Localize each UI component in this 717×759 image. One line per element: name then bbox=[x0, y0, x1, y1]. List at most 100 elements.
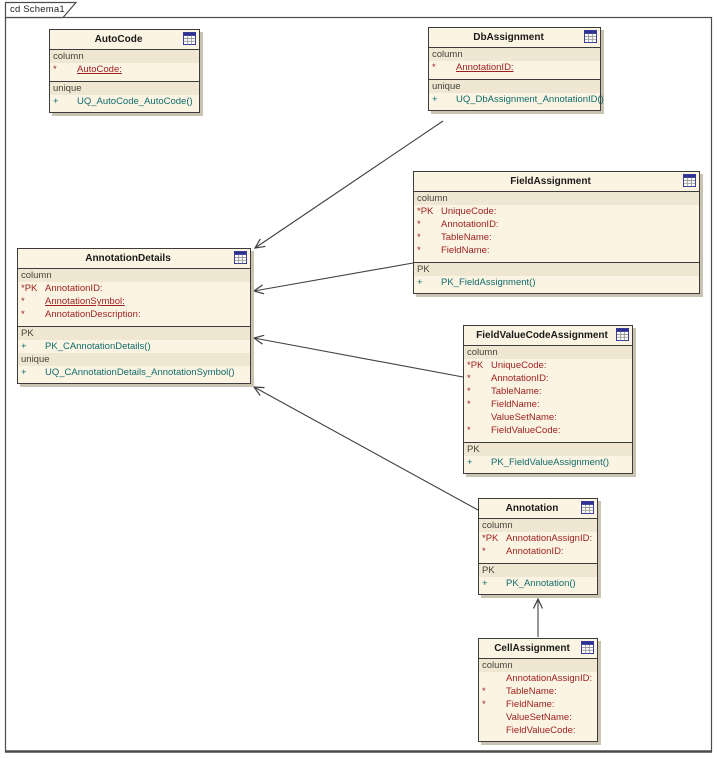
table-icon bbox=[234, 251, 247, 264]
column-row[interactable]: *AnnotationID: bbox=[429, 61, 600, 74]
entity-title-bar[interactable]: AnnotationDetails bbox=[18, 249, 250, 269]
column-row[interactable]: * FieldName: bbox=[479, 698, 597, 711]
row-prefix bbox=[482, 672, 506, 685]
table-icon bbox=[183, 32, 196, 45]
connector-dbassignment-to-annotationdetails[interactable] bbox=[255, 120, 444, 248]
operation-row[interactable]: +PK_Annotation() bbox=[479, 577, 597, 590]
table-icon bbox=[616, 328, 629, 341]
row-prefix: + bbox=[467, 457, 473, 468]
column-row[interactable]: * FieldValueCode: bbox=[464, 424, 632, 437]
entity-title-bar[interactable]: CellAssignment bbox=[479, 639, 597, 659]
connector-annotation-to-annotationdetails[interactable] bbox=[254, 387, 479, 511]
row-text: ValueSetName: bbox=[506, 712, 572, 723]
column-row[interactable]: *TableName: bbox=[414, 231, 699, 244]
compartment: column*AutoCode: bbox=[50, 50, 199, 82]
row-prefix bbox=[482, 711, 506, 724]
row-text: UniqueCode: bbox=[491, 360, 547, 371]
column-row[interactable]: ValueSetName: bbox=[479, 711, 597, 724]
operation-row[interactable]: +PK_FieldAssignment() bbox=[414, 276, 699, 289]
column-row[interactable]: *AnnotationSymbol: bbox=[18, 295, 250, 308]
column-row[interactable]: * FieldName: bbox=[414, 244, 699, 257]
column-row[interactable]: ValueSetName: bbox=[464, 411, 632, 424]
column-row[interactable]: *TableName: bbox=[479, 685, 597, 698]
operation-row[interactable]: +UQ_AutoCode_AutoCode() bbox=[50, 95, 199, 108]
compartment-header: unique bbox=[18, 353, 250, 366]
column-row[interactable]: *FieldName: bbox=[464, 398, 632, 411]
compartment-header: PK bbox=[464, 443, 632, 456]
operation-row[interactable]: +UQ_DbAssignment_AnnotationID() bbox=[429, 93, 604, 106]
column-row[interactable]: *AnnotationID: bbox=[479, 545, 597, 558]
row-text: PK_FieldValueAssignment() bbox=[491, 457, 610, 468]
row-prefix: * bbox=[482, 546, 486, 557]
entity-title-bar[interactable]: Annotation bbox=[479, 499, 597, 519]
entity-name: AnnotationDetails bbox=[85, 253, 171, 264]
entity-name: Annotation bbox=[505, 503, 559, 514]
row-text: FieldName: bbox=[441, 245, 490, 256]
compartment-header: column bbox=[414, 192, 699, 205]
row-prefix: + bbox=[417, 277, 423, 288]
row-text: FieldName: bbox=[491, 399, 540, 410]
compartment-header: column bbox=[18, 269, 250, 282]
row-prefix bbox=[467, 411, 491, 424]
connector-fieldassignment-to-annotationdetails[interactable] bbox=[254, 262, 414, 291]
compartment: column*AnnotationID: bbox=[429, 48, 600, 80]
entity-name: FieldValueCodeAssignment bbox=[476, 330, 608, 341]
frame-tab-label: cd Schema1 bbox=[10, 4, 65, 15]
row-prefix: * bbox=[53, 64, 57, 75]
column-row[interactable]: *TableName: bbox=[464, 385, 632, 398]
connector-fieldvaluecodeassignment-to-annotationdetails[interactable] bbox=[254, 338, 464, 378]
row-prefix: * bbox=[417, 219, 421, 230]
operation-row[interactable]: + PK_FieldValueAssignment() bbox=[464, 456, 632, 469]
entity-title-bar[interactable]: FieldValueCodeAssignment bbox=[464, 326, 632, 346]
entity-title-bar[interactable]: DbAssignment bbox=[429, 28, 600, 48]
row-text: UQ_CAnnotationDetails_AnnotationSymbol() bbox=[45, 367, 235, 378]
row-text: FieldValueCode: bbox=[506, 725, 576, 736]
compartment-header: PK bbox=[18, 327, 250, 340]
operation-row[interactable]: +UQ_CAnnotationDetails_AnnotationSymbol(… bbox=[18, 366, 250, 379]
compartment-header: column bbox=[429, 48, 600, 61]
row-prefix: * bbox=[482, 686, 486, 697]
row-prefix: * bbox=[467, 425, 471, 436]
column-row[interactable]: *AnnotationDescription: bbox=[18, 308, 250, 321]
row-text: UQ_AutoCode_AutoCode() bbox=[77, 96, 193, 107]
row-prefix: * bbox=[417, 245, 421, 256]
column-row[interactable]: *AnnotationID: bbox=[414, 218, 699, 231]
entity-title-bar[interactable]: FieldAssignment bbox=[414, 172, 699, 192]
compartment-header: column bbox=[479, 519, 597, 532]
compartment: PK+PK_FieldAssignment() bbox=[414, 263, 699, 293]
row-text: AnnotationID: bbox=[491, 373, 549, 384]
column-row[interactable]: FieldValueCode: bbox=[479, 724, 597, 737]
column-row[interactable]: AnnotationAssignID: bbox=[479, 672, 597, 685]
row-text: UQ_DbAssignment_AnnotationID() bbox=[456, 94, 604, 105]
row-text: PK_Annotation() bbox=[506, 578, 576, 589]
row-text: FieldName: bbox=[506, 699, 555, 710]
column-row[interactable]: *AutoCode: bbox=[50, 63, 199, 76]
row-prefix: * bbox=[467, 386, 471, 397]
column-row[interactable]: *AnnotationID: bbox=[464, 372, 632, 385]
entity-title-bar[interactable]: AutoCode bbox=[50, 30, 199, 50]
row-prefix: * bbox=[482, 699, 486, 710]
compartment-header: PK bbox=[414, 263, 699, 276]
compartment: unique+UQ_AutoCode_AutoCode() bbox=[50, 82, 199, 112]
compartment: PK+PK_Annotation() bbox=[479, 564, 597, 594]
row-text: AnnotationAssignID: bbox=[506, 533, 593, 544]
compartment-header: unique bbox=[50, 82, 199, 95]
row-text: FieldValueCode: bbox=[491, 425, 561, 436]
row-prefix: * bbox=[21, 309, 25, 320]
operation-row[interactable]: +PK_CAnnotationDetails() bbox=[18, 340, 250, 353]
